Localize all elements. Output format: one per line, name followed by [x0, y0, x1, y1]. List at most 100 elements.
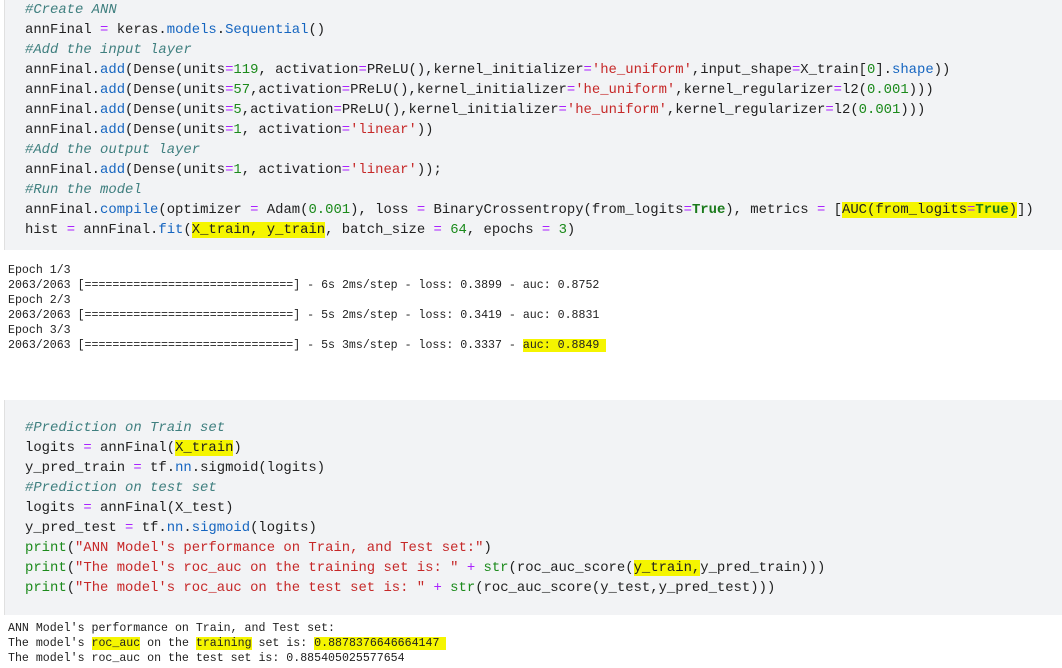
code-line: annFinal.add(Dense(units=1, activation='… [25, 120, 1034, 140]
code-token: Sequential [225, 22, 309, 38]
code-token: + [433, 580, 442, 596]
code-line: 2063/2063 [=============================… [8, 338, 607, 353]
code-token: ( [66, 580, 76, 596]
code-token: y_pred_train [25, 460, 134, 476]
code-token: 5 [233, 102, 242, 118]
code-token: keras. [108, 22, 167, 38]
code-token: logits [25, 440, 84, 456]
code-line: hist = annFinal.fit(X_train, y_train, ba… [25, 220, 1034, 240]
code-token: 1 [233, 162, 242, 178]
code-token: ))) [908, 82, 934, 98]
code-token: ) [233, 440, 242, 456]
highlighted-token: ) [1008, 202, 1018, 218]
highlighted-token: training [195, 637, 252, 650]
code-token: )) [416, 122, 434, 138]
code-token: [ [825, 202, 842, 218]
code-token: .sigmoid(logits) [191, 460, 326, 476]
code-token: , batch_size [325, 222, 434, 238]
code-token: 64 [450, 222, 467, 238]
code-token: = [250, 202, 259, 218]
code-token: = [791, 62, 801, 78]
code-token: = [125, 520, 134, 536]
code-token: compile [100, 202, 159, 218]
code-token: 57 [233, 82, 251, 98]
code-token: )); [416, 162, 442, 178]
code-line: annFinal.add(Dense(units=119, activation… [25, 60, 1034, 80]
code-token: y_pred_test [25, 520, 126, 536]
code-token: #Run the model [25, 182, 142, 198]
code-token: ]. [875, 62, 892, 78]
code-token: PReLU(),kernel_initializer [341, 102, 559, 118]
code-token: 0.001 [308, 202, 351, 218]
code-token: ,kernel_regularizer [675, 82, 834, 98]
highlighted-token: y_train, [633, 560, 701, 576]
highlighted-token: auc: 0.8849 [522, 339, 607, 352]
code-token: annFinal. [25, 122, 101, 138]
code-token: add [100, 82, 126, 98]
code-token: 'he_uniform' [566, 102, 667, 118]
code-line: print("The model's roc_auc on the test s… [25, 578, 825, 598]
code-line: annFinal.compile(optimizer = Adam(0.001)… [25, 200, 1034, 220]
code-token: 'he_uniform' [575, 82, 676, 98]
code-token: = [825, 102, 834, 118]
code-token: . [216, 22, 226, 38]
code-token: (optimizer [158, 202, 251, 218]
code-token: )) [933, 62, 951, 78]
code-token: add [100, 162, 126, 178]
code-token: 'he_uniform' [591, 62, 692, 78]
code-token: = [333, 102, 342, 118]
code-token: ,input_shape [691, 62, 792, 78]
code-token: The model's roc_auc on the test set is: … [8, 652, 405, 665]
code-token: add [100, 62, 126, 78]
code-line: print("ANN Model's performance on Train,… [25, 538, 825, 558]
code-token: hist [25, 222, 67, 238]
code-token: ) [566, 222, 576, 238]
code-token: True [691, 202, 726, 218]
code-token: 2063/2063 [=============================… [8, 309, 600, 322]
code-token: on the [140, 637, 196, 650]
code-token: = [433, 222, 442, 238]
code-token: 1 [233, 122, 242, 138]
code-line: annFinal.add(Dense(units=5,activation=PR… [25, 100, 1034, 120]
code-token: nn [166, 520, 184, 536]
code-token: = [225, 122, 234, 138]
highlighted-token: = [967, 202, 976, 218]
code-line: #Prediction on Train set [25, 418, 825, 438]
code-token: annFinal. [25, 62, 101, 78]
code-token: 119 [233, 62, 259, 78]
code-token: X_train[ [800, 62, 867, 78]
code-token: logits [25, 500, 84, 516]
code-line: y_pred_train = tf.nn.sigmoid(logits) [25, 458, 825, 478]
code-token: ]) [1017, 202, 1034, 218]
code-line: #Add the input layer [25, 40, 1034, 60]
code-token: 'linear' [350, 122, 417, 138]
code-line: Epoch 2/3 [8, 293, 606, 308]
code-token: ), metrics [725, 202, 817, 218]
code-token: 0.001 [858, 102, 901, 118]
code-token: , activation [241, 122, 342, 138]
code-token: Adam( [258, 202, 309, 218]
code-token: + [466, 560, 476, 576]
code-token: = [833, 82, 842, 98]
code-token: #Prediction on test set [25, 480, 217, 496]
code-token: ,activation [241, 102, 334, 118]
code-token: 3 [558, 222, 567, 238]
code-token: y_pred_train))) [700, 560, 826, 576]
code-token: add [100, 102, 126, 118]
code-token: annFinal(X_test) [91, 500, 234, 516]
code-token: str [450, 580, 476, 596]
code-line: ANN Model's performance on Train, and Te… [8, 621, 446, 636]
code-editor[interactable]: #Prediction on Train set logits = annFina… [25, 418, 825, 598]
code-line: 2063/2063 [=============================… [8, 308, 606, 323]
code-line: Epoch 1/3 [8, 263, 606, 278]
code-cell-prediction[interactable]: #Prediction on Train set logits = annFina… [4, 400, 1062, 615]
code-token [475, 560, 483, 576]
code-token: Epoch 2/3 [8, 294, 71, 307]
code-token: annFinal( [91, 440, 176, 456]
code-token: #Add the input layer [25, 42, 192, 58]
code-token: annFinal. [25, 162, 101, 178]
code-token: BinaryCrossentropy(from_logits [425, 202, 684, 218]
code-token: annFinal. [75, 222, 159, 238]
